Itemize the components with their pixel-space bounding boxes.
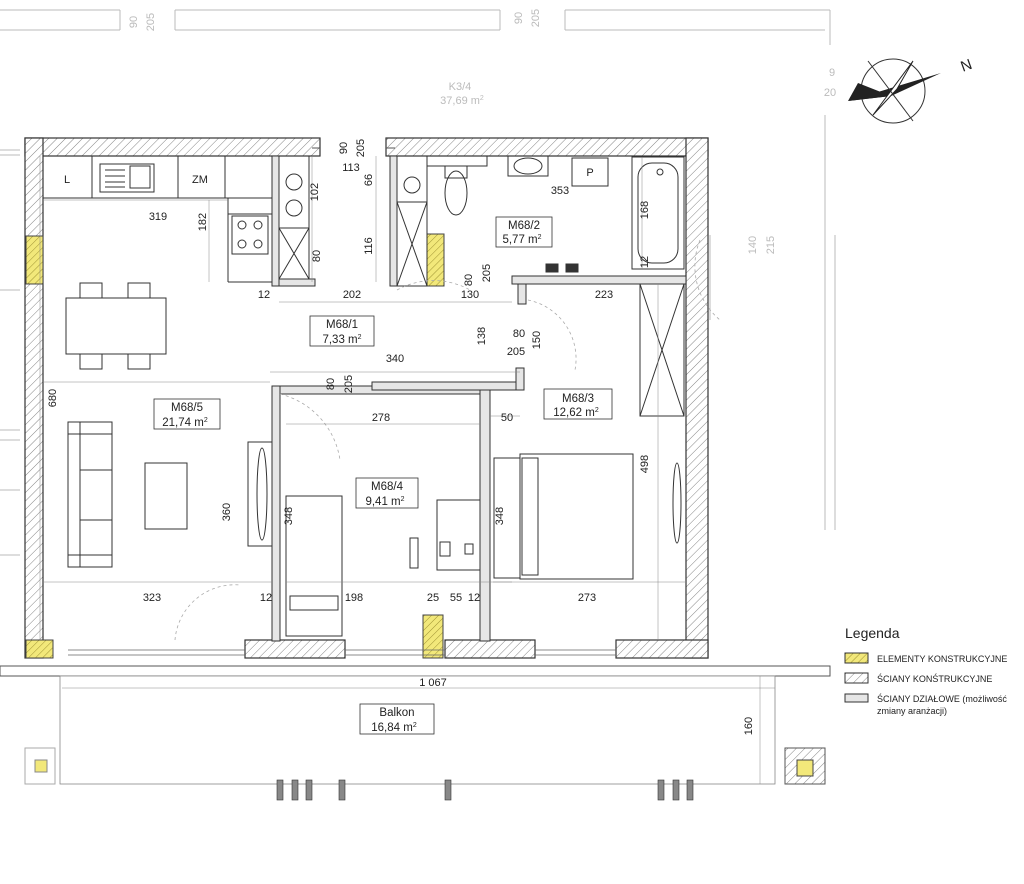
dim: 50 (501, 412, 513, 424)
room-r5-id: M68/5 (171, 402, 203, 414)
dim: 9 (829, 67, 835, 79)
dim: 12 (639, 256, 651, 268)
compass-north-label: N (958, 56, 974, 76)
dim: 319 (149, 211, 167, 223)
dim: 348 (283, 507, 295, 525)
dim: 90 (338, 142, 350, 154)
dim: 80 (325, 378, 337, 390)
room-r3-id: M68/3 (562, 393, 594, 405)
room-r1-area: 7,33 m2 (322, 334, 361, 346)
fixture-l: L (64, 174, 70, 186)
dimension-lines (39, 156, 775, 784)
dim: 140 (747, 236, 759, 254)
dim: 205 (343, 375, 355, 393)
dim: 205 (481, 264, 493, 282)
legend-item-structural: ELEMENTY KONSTRUKCYJNE (877, 654, 1007, 664)
dim: 12 (258, 289, 270, 301)
room-r5-area: 21,74 m2 (162, 417, 208, 429)
dim: 150 (531, 331, 543, 349)
legend-title: Legenda (845, 625, 900, 641)
dim: 198 (345, 592, 363, 604)
kitchen-furniture (43, 155, 428, 287)
legend-swatches (844, 652, 869, 703)
fixture-zm: ZM (192, 174, 208, 186)
dim: 168 (639, 201, 651, 219)
neighbor-area: 37,69 m2 (440, 95, 484, 107)
room-r2-id: M68/2 (508, 220, 540, 232)
dim: 80 (463, 274, 475, 286)
legend-item-partitions: ŚCIANY DZIAŁOWE (możliwość (877, 693, 1007, 704)
dim: 116 (363, 237, 375, 255)
room-r4-area: 9,41 m2 (365, 496, 404, 508)
room-r4-id: M68/4 (371, 481, 404, 493)
dim: 90 (513, 12, 525, 24)
dim: 20 (824, 87, 836, 99)
structural-columns (25, 233, 816, 779)
door-swings (174, 239, 721, 641)
partition-walls (271, 155, 687, 642)
room-balcony-area: 16,84 m2 (371, 722, 417, 734)
legend-item-walls: ŚCIANY KONŚTRUKCYJNE (877, 673, 992, 684)
outer-walls (24, 137, 709, 659)
windows (68, 649, 616, 656)
dim: 55 (450, 592, 462, 604)
room-r3-area: 12,62 m2 (553, 407, 599, 419)
dim: 80 (513, 328, 525, 340)
fixture-p: P (586, 167, 593, 179)
dim: 80 (311, 250, 323, 262)
dim: 498 (639, 455, 651, 473)
dim: 340 (386, 353, 404, 365)
dim: 223 (595, 289, 613, 301)
room-r1-id: M68/1 (326, 319, 358, 331)
neighbor-walls (0, 9, 836, 556)
dim: 205 (355, 139, 367, 157)
dim: 66 (363, 174, 375, 186)
dining-table (65, 282, 167, 370)
dim: 202 (343, 289, 361, 301)
dimensions: 90 205 90 205 9 20 90 205 113 66 102 353… (47, 9, 836, 735)
room-labels: M68/1 7,33 m2 M68/2 5,77 m2 M68/3 12,62 … (153, 216, 613, 735)
neighbor-label: K3/4 (449, 81, 472, 93)
dim: 182 (197, 213, 209, 231)
dim: 205 (507, 346, 525, 358)
dim: 360 (221, 503, 233, 521)
dim: 12 (260, 592, 272, 604)
dim: 138 (476, 327, 488, 345)
dim: 680 (47, 389, 59, 407)
sofa (67, 421, 113, 568)
legend-item-partitions-note: zmiany aranżacji) (877, 706, 947, 716)
dim: 25 (427, 592, 439, 604)
room4-furniture (285, 495, 481, 637)
dim: 205 (145, 13, 157, 31)
balcony-outline (0, 665, 831, 801)
coffee-table (144, 462, 188, 530)
dim: 353 (551, 185, 569, 197)
dim: 215 (765, 236, 777, 254)
bathroom-fixtures (426, 155, 685, 273)
compass-rose-icon (848, 58, 941, 124)
dim: 102 (309, 183, 321, 201)
dim: 1 067 (419, 677, 447, 689)
dim: 113 (342, 162, 360, 174)
dim: 130 (461, 289, 479, 301)
fixture-labels: L ZM P (64, 167, 594, 186)
dim: 323 (143, 592, 161, 604)
legend: Legenda ELEMENTY KONSTRUKCYJNE ŚCIANY KO… (845, 625, 1007, 716)
dim: 278 (372, 412, 390, 424)
dim: 348 (494, 507, 506, 525)
room-r2-area: 5,77 m2 (502, 234, 541, 246)
dim: 12 (468, 592, 480, 604)
bedroom-furniture (493, 283, 685, 580)
room-balcony-id: Balkon (379, 707, 414, 719)
dim: 160 (743, 717, 755, 735)
dim: 90 (128, 16, 140, 28)
tv-unit (247, 441, 273, 547)
dim: 273 (578, 592, 596, 604)
dim: 205 (530, 9, 542, 27)
